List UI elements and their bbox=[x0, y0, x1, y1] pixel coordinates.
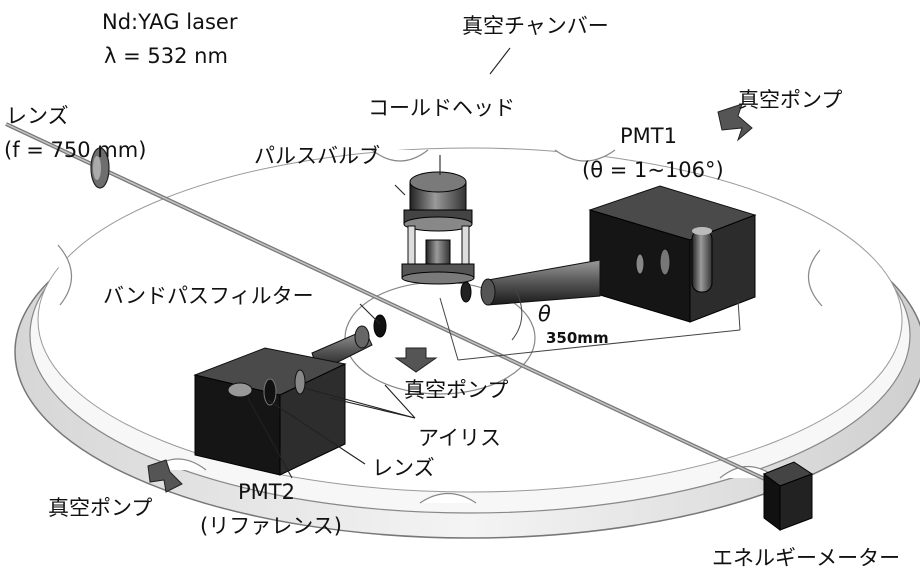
laser-name-label: Nd:YAG laser bbox=[102, 10, 238, 34]
pulse-valve-label: パルスバルブ bbox=[254, 144, 380, 168]
entry-lens-focal-label: (f = 750 mm) bbox=[4, 138, 147, 162]
bandpass-filter-label: バンドパスフィルター bbox=[103, 284, 314, 308]
vacuum-pump-bottom-left-label: 真空ポンプ bbox=[48, 496, 153, 520]
angle-marker bbox=[439, 287, 741, 361]
pointer-lines bbox=[247, 47, 511, 479]
pmt1-assembly bbox=[460, 185, 757, 323]
entry-lens-label: レンズ bbox=[6, 104, 69, 128]
laser-wavelength-label: λ = 532 nm bbox=[104, 44, 228, 68]
pmt2-reference-label: (リファレンス) bbox=[200, 514, 342, 538]
pmt1-angle-label: (θ = 1~106°) bbox=[582, 158, 724, 182]
pmt2-box bbox=[193, 347, 347, 476]
entry-lens bbox=[90, 147, 110, 189]
pump-arrow-top-right bbox=[717, 103, 753, 142]
lens-bottom-label: レンズ bbox=[372, 456, 435, 480]
energy-meter-label: エネルギーメーター bbox=[712, 546, 901, 570]
iris-label: アイリス bbox=[418, 426, 501, 450]
pmt1-label: PMT1 bbox=[620, 124, 677, 148]
energy-meter bbox=[762, 461, 814, 531]
pulse-valve-assembly bbox=[401, 171, 475, 285]
theta-label: θ bbox=[538, 302, 551, 326]
pmt2-label: PMT2 bbox=[238, 480, 295, 504]
pump-arrow-center bbox=[394, 347, 438, 373]
distance-label: 350mm bbox=[546, 329, 609, 347]
vacuum-pump-center-label: 真空ポンプ bbox=[404, 378, 509, 402]
vacuum-chamber-label: 真空チャンバー bbox=[462, 14, 609, 38]
laser-beam bbox=[5, 122, 785, 490]
cold-head-label: コールドヘッド bbox=[368, 96, 515, 120]
pump-arrow-bottom-left bbox=[147, 459, 183, 493]
vacuum-pump-top-right-label: 真空ポンプ bbox=[738, 88, 843, 112]
